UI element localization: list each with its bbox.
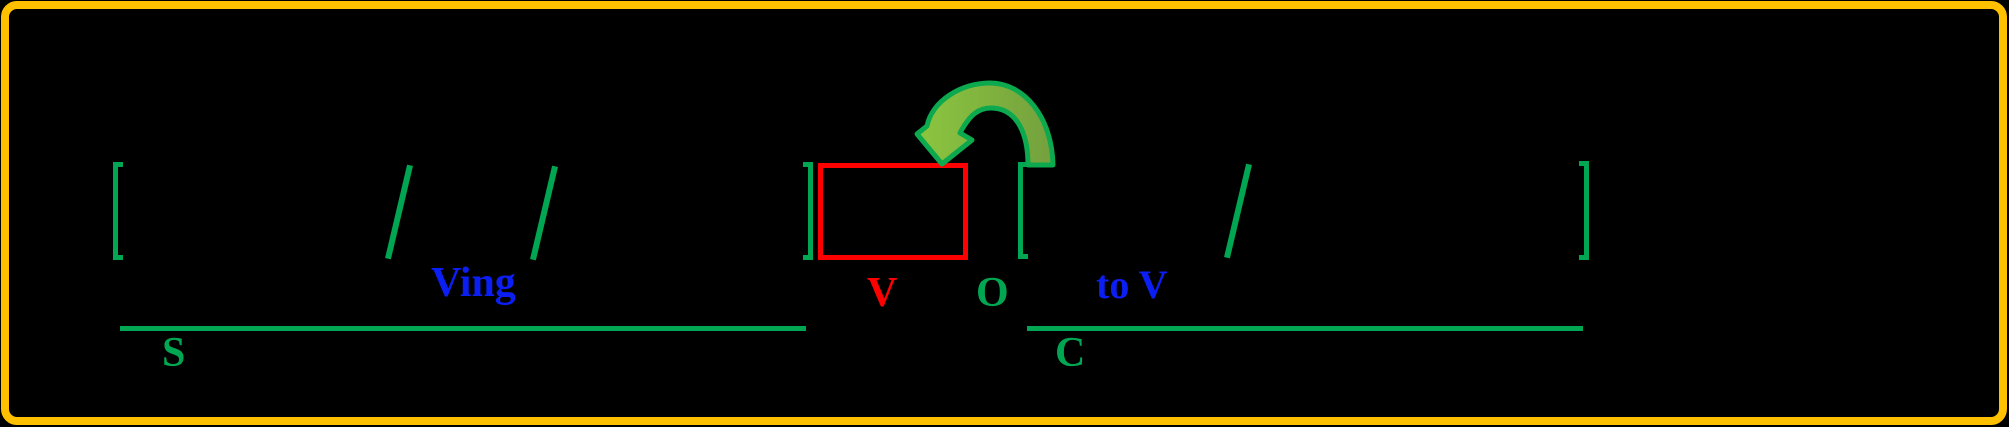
complement-label: C [1055,330,1086,376]
subject-underline [120,326,806,331]
separator-slash-1 [385,164,413,260]
curved-arrow-left-down-icon [914,76,1060,170]
open-bracket-complement [1018,162,1028,259]
close-bracket-subject [803,162,813,260]
complement-underline [1027,326,1583,331]
object-label: O [976,270,1009,316]
ving-label: Ving [431,260,516,306]
separator-slash-3 [1224,163,1252,259]
open-bracket-subject [113,162,123,260]
subject-label: S [162,330,186,376]
verb-highlight-box [818,163,968,260]
verb-label: V [867,270,898,316]
separator-slash-2 [530,165,558,261]
close-bracket-complement [1579,161,1589,260]
to-v-label: to V [1096,262,1168,307]
